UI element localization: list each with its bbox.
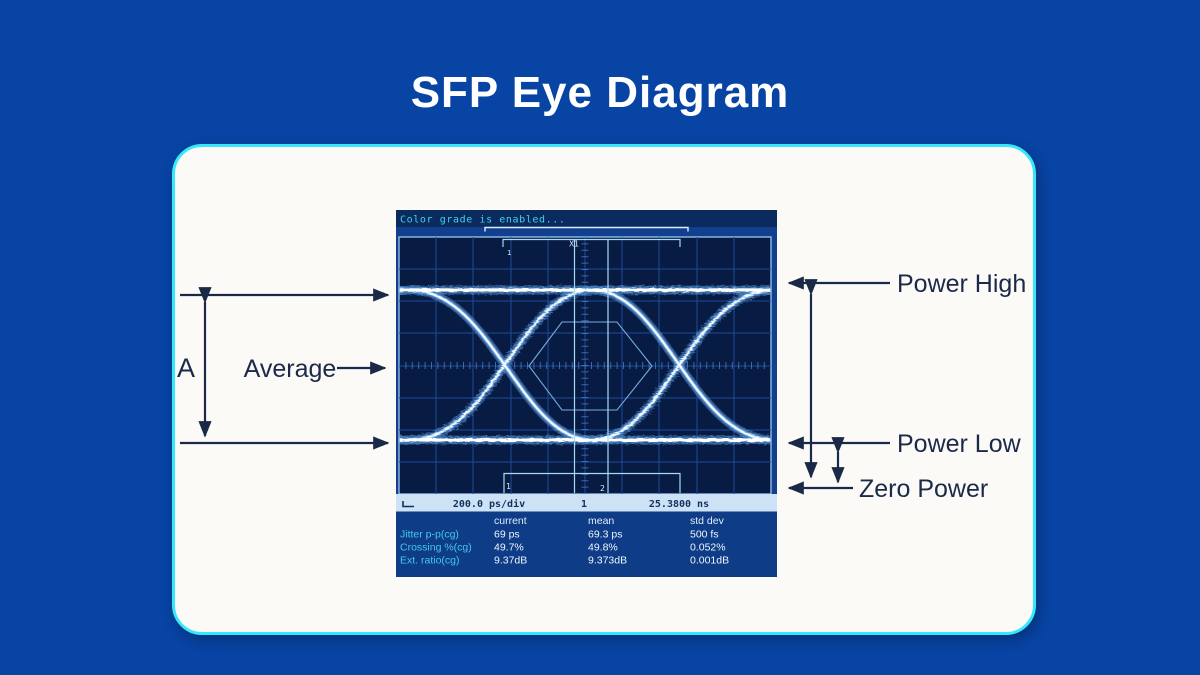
marker-bottom-2: 2 [600, 484, 605, 493]
marker-bottom-1: 1 [506, 482, 511, 491]
measurement-value: 9.373dB [588, 555, 627, 567]
measurement-row-crossing: Crossing %(cg) 49.7% 49.8% 0.052% [400, 542, 726, 554]
scope-status-message: Color grade is enabled... [400, 215, 566, 226]
measurement-row-jitter: Jitter p-p(cg) 69 ps 69.3 ps 500 fs [400, 529, 719, 541]
measurement-value: 0.001dB [690, 555, 729, 567]
statusbar-channel: 1 [581, 499, 587, 510]
statusbar-corner-icon [402, 501, 414, 508]
statusbar-time-position: 25.3800 ns [649, 499, 709, 510]
scope-measurement-panel [396, 511, 777, 577]
scope-top-bracket [484, 226, 689, 232]
measurement-name: Crossing %(cg) [400, 542, 472, 554]
measurement-value: 0.052% [690, 542, 726, 554]
cursor-lines [573, 239, 609, 493]
measure-bracket-top [502, 238, 681, 247]
column-header-mean: mean [588, 515, 614, 527]
page-title: SFP Eye Diagram [410, 68, 790, 117]
measurement-value: 49.7% [494, 542, 524, 554]
measurement-value: 69.3 ps [588, 529, 622, 541]
column-header-current: current [494, 515, 527, 527]
measurement-name: Ext. ratio(cg) [400, 555, 460, 567]
scope-statusbar [396, 494, 777, 512]
marker-top-1: 1 [507, 249, 511, 257]
marker-x1-label: X1 [569, 240, 579, 249]
measurement-value: 49.8% [588, 542, 618, 554]
measurement-name: Jitter p-p(cg) [400, 529, 459, 541]
oscilloscope-screenshot: Color grade is enabled... [396, 210, 777, 577]
column-header-stddev: std dev [690, 515, 725, 527]
measurement-row-ext-ratio: Ext. ratio(cg) 9.37dB 9.373dB 0.001dB [400, 555, 729, 567]
measurement-value: 500 fs [690, 529, 719, 541]
statusbar-timebase: 200.0 ps/div [453, 498, 525, 510]
eye-mask-hexagon [528, 321, 653, 411]
measurement-value: 69 ps [494, 529, 520, 541]
scope-header-bar [396, 210, 777, 227]
measure-bracket-bottom [503, 472, 681, 493]
measurement-value: 9.37dB [494, 555, 527, 567]
